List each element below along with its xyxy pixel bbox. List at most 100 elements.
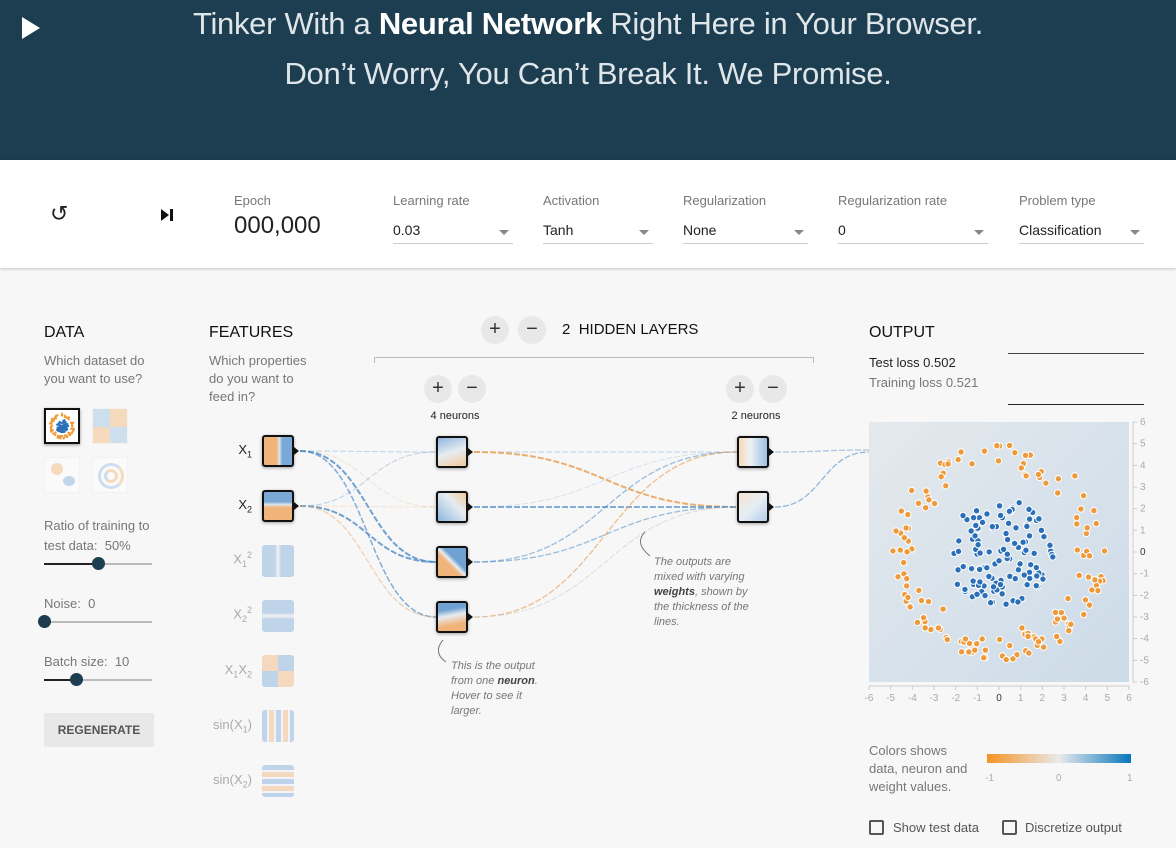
x-tick-label: -3	[930, 693, 939, 704]
data-point-blue	[1012, 524, 1020, 532]
learning-rate-select[interactable]: 0.03	[393, 218, 513, 244]
data-point-orange	[1025, 649, 1033, 657]
y-tick-label: -1	[1140, 569, 1149, 580]
show-test-data-checkbox[interactable]	[869, 820, 884, 835]
data-point-orange	[1081, 596, 1090, 604]
data-point-orange	[899, 558, 908, 567]
feature-node-x1x2[interactable]	[262, 655, 294, 687]
batch-slider[interactable]	[44, 673, 152, 686]
regularization-value: None	[683, 222, 717, 238]
data-point-blue	[1023, 581, 1031, 589]
data-point-blue	[954, 547, 963, 556]
ratio-slider[interactable]	[44, 557, 152, 570]
feature-node-x2[interactable]	[262, 490, 299, 522]
data-point-orange	[1072, 513, 1081, 522]
dataset-gaussian[interactable]	[44, 457, 80, 493]
feature-node-sin-x2[interactable]	[262, 765, 294, 797]
noise-slider-thumb[interactable]	[38, 615, 51, 628]
feature-node-x1-squared[interactable]	[262, 545, 294, 577]
neuron-1-2[interactable]	[436, 491, 473, 523]
data-point-orange	[903, 548, 911, 556]
neuron-2-1[interactable]	[737, 436, 774, 468]
data-point-blue	[989, 583, 998, 591]
data-point-orange	[957, 448, 965, 456]
hidden-layers-count: 2	[562, 321, 571, 338]
feature-node-x1[interactable]	[262, 435, 299, 467]
training-loss: Training loss 0.521	[869, 375, 979, 390]
data-point-blue	[959, 562, 967, 571]
y-tick-label: -2	[1140, 590, 1149, 601]
data-point-blue	[1011, 574, 1019, 583]
data-point-orange	[897, 507, 906, 515]
note-text: , shown by the thickness of the lines.	[654, 586, 749, 628]
neuron-annotation: This is the output from one neuron. Hove…	[451, 659, 551, 719]
x-tick-label: -6	[865, 693, 874, 704]
feature-label-x1: X1	[238, 442, 252, 460]
data-point-blue	[996, 580, 1005, 589]
regularization-rate-select[interactable]: 0	[838, 218, 988, 244]
add-neuron-layer1-button[interactable]: +	[424, 375, 452, 403]
epoch-value: 000,000	[234, 212, 321, 239]
neuron-1-3[interactable]	[436, 546, 473, 578]
add-layer-button[interactable]: +	[481, 316, 509, 344]
problem-type-select[interactable]: Classification	[1019, 218, 1144, 244]
headline-line-2: Don’t Worry, You Can’t Break It. We Prom…	[284, 56, 892, 91]
data-question: Which dataset do you want to use?	[44, 353, 145, 386]
noise-slider[interactable]	[38, 615, 152, 628]
data-point-orange	[1088, 586, 1096, 594]
dataset-xor[interactable]	[92, 408, 128, 444]
data-point-orange	[902, 524, 910, 532]
remove-neuron-layer1-button[interactable]: −	[458, 375, 486, 403]
thumb-point	[64, 427, 67, 431]
batch-slider-thumb[interactable]	[70, 673, 84, 686]
neuron-2-2[interactable]	[737, 491, 774, 523]
color-scale-tick: 1	[1127, 773, 1133, 784]
regenerate-button[interactable]: REGENERATE	[44, 713, 154, 747]
weight-link	[299, 505, 437, 618]
step-icon[interactable]	[161, 208, 175, 222]
thumb-point	[62, 430, 66, 433]
reset-icon[interactable]: ↺	[50, 201, 69, 226]
weight-link	[473, 451, 738, 508]
regularization-select[interactable]: None	[683, 218, 808, 244]
data-point-orange	[1091, 576, 1099, 584]
data-point-orange	[1042, 479, 1050, 487]
weight-link	[473, 451, 738, 618]
data-point-orange	[944, 460, 952, 468]
neuron-1-4[interactable]	[436, 601, 473, 633]
data-point-blue	[961, 585, 969, 594]
data-point-orange	[995, 635, 1004, 644]
headline-bold: Neural Network	[378, 6, 603, 41]
regularization-rate-label: Regularization rate	[838, 193, 948, 208]
data-point-orange	[1056, 637, 1064, 646]
chevron-down-icon	[974, 230, 984, 235]
data-point-blue	[1032, 581, 1041, 590]
discretize-output-checkbox[interactable]	[1002, 820, 1017, 835]
thumb-point	[65, 435, 68, 438]
data-point-blue	[1022, 546, 1030, 554]
weight-link	[774, 451, 870, 508]
add-neuron-layer2-button[interactable]: +	[726, 375, 754, 403]
ratio-slider-thumb[interactable]	[92, 557, 105, 570]
neuron-1-1[interactable]	[436, 436, 473, 468]
activation-select[interactable]: Tanh	[543, 218, 653, 244]
learning-rate-value: 0.03	[393, 222, 421, 238]
data-point-blue	[974, 541, 982, 549]
layer1-neuron-count: 4 neurons	[430, 410, 480, 422]
dataset-circle[interactable]	[44, 408, 80, 444]
data-point-orange	[903, 574, 911, 583]
remove-neuron-layer2-button[interactable]: −	[759, 375, 787, 403]
remove-layer-button[interactable]: −	[518, 316, 546, 344]
data-point-blue	[985, 572, 993, 581]
data-point-orange	[1018, 624, 1026, 632]
feature-node-sin-x1[interactable]	[262, 710, 294, 742]
weight-link	[473, 451, 738, 508]
dataset-spiral[interactable]	[92, 457, 128, 493]
data-point-blue	[972, 521, 980, 530]
data-point-orange	[965, 648, 973, 656]
test-loss: Test loss 0.502	[869, 355, 956, 370]
data-point-blue	[985, 548, 993, 556]
feature-node-x2-squared[interactable]	[262, 600, 294, 632]
data-point-orange	[1006, 641, 1014, 650]
